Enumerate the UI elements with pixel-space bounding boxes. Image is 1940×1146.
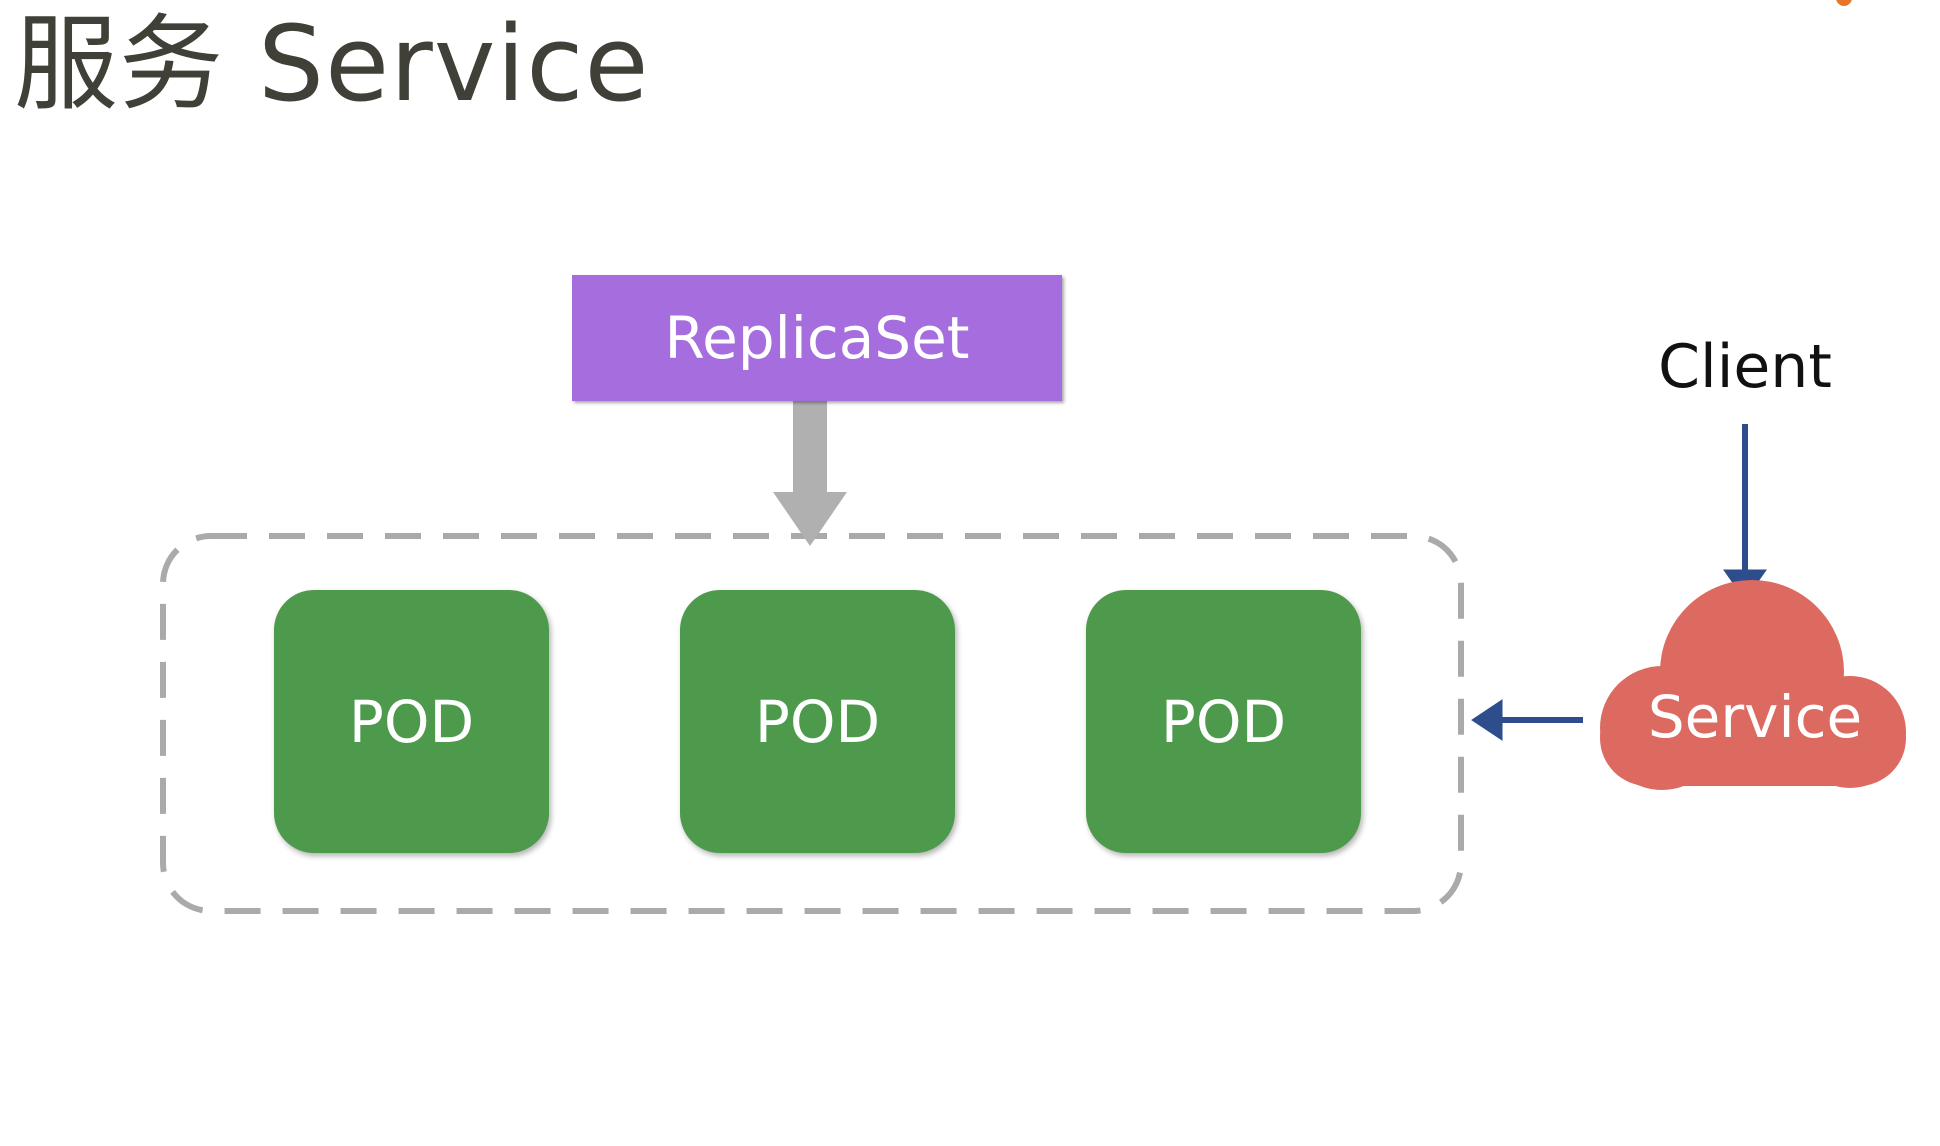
service-cloud	[1600, 580, 1906, 790]
client-arrow	[1723, 424, 1767, 601]
service-arrow	[1471, 699, 1583, 741]
pod-box: POD	[1086, 590, 1361, 853]
replicaset-label: ReplicaSet	[664, 304, 970, 372]
pod-box: POD	[680, 590, 955, 853]
pod-box: POD	[274, 590, 549, 853]
pod-label: POD	[1160, 687, 1287, 756]
corner-dot	[1836, 0, 1852, 6]
replicaset-box: ReplicaSet	[572, 275, 1062, 401]
replicaset-arrow	[773, 401, 847, 546]
client-label: Client	[1658, 332, 1832, 402]
page-title: 服务 Service	[14, 3, 650, 125]
service-label: Service	[1647, 683, 1863, 751]
pod-label: POD	[754, 687, 881, 756]
pod-label: POD	[348, 687, 475, 756]
